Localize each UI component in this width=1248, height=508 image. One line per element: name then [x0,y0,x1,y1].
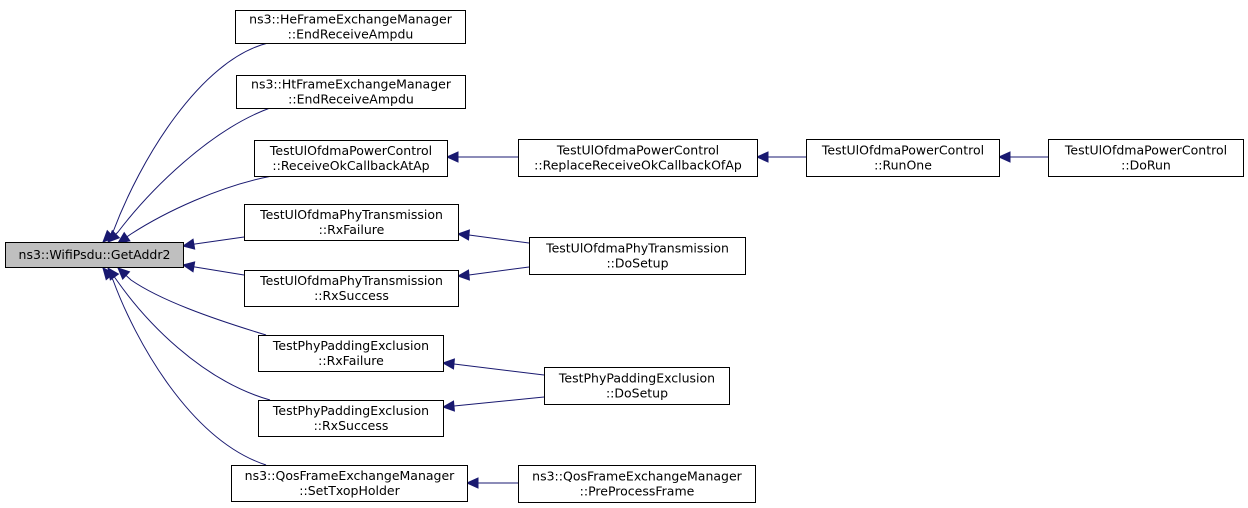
node-label-line: ns3::QosFrameExchangeManager [532,469,742,484]
node-box [236,75,466,109]
node-label-line: ns3::WifiPsdu::GetAddr2 [19,247,171,262]
node-ulpc_replace[interactable]: TestUlOfdmaPowerControl::ReplaceReceiveO… [518,139,758,177]
node-label-line: ::RxSuccess [314,288,389,303]
node-ht_endreceive[interactable]: ns3::HtFrameExchangeManager::EndReceiveA… [236,75,466,109]
node-qos_settxop[interactable]: ns3::QosFrameExchangeManager::SetTxopHol… [231,465,468,502]
node-label-line: ::RxFailure [318,353,384,368]
node-box [518,465,756,503]
edges-layer [102,42,1048,489]
node-box [235,10,466,44]
arrowhead [102,267,115,281]
edge-qos_preprocess-to-qos_settxop [465,477,518,489]
edge-ulpt_dosetup-to-ulpt_rxsuccess [456,266,530,281]
node-label-line: TestUlOfdmaPowerControl [821,143,984,158]
edge-ppe_dosetup-to-ppe_rxsuccess [441,396,545,412]
node-label-line: ns3::QosFrameExchangeManager [245,468,455,483]
edge-ulpc_replace-to-ulpc_receiveok [445,151,518,163]
edge-ulpt_rxsuccess-to-getaddr2 [181,261,245,276]
node-label-line: ::DoSetup [606,256,668,271]
arrowhead [117,231,131,244]
node-label-line: ::RxSuccess [314,418,389,433]
node-label-line: TestUlOfdmaPowerControl [556,143,719,158]
node-label-line: ::ReceiveOkCallbackAtAp [272,158,429,173]
node-box [518,139,758,177]
node-getaddr2[interactable]: ns3::WifiPsdu::GetAddr2 [5,242,184,268]
node-box [258,335,444,372]
node-box [544,367,730,405]
edge-ppe_rxfailure-to-getaddr2 [117,267,267,336]
node-ulpt_rxfailure[interactable]: TestUlOfdmaPhyTransmission::RxFailure [244,204,459,241]
arrowhead [465,477,479,489]
node-label-line: ::EndReceiveAmpdu [288,92,414,107]
arrowhead [755,151,769,163]
node-label-line: TestUlOfdmaPhyTransmission [545,241,729,256]
edge-ulpc_runone-to-ulpc_replace [755,151,806,163]
node-ppe_dosetup[interactable]: TestPhyPaddingExclusion::DoSetup [544,367,730,405]
node-box [231,465,468,502]
node-label-line: TestPhyPaddingExclusion [558,371,715,386]
node-label-line: ::RxFailure [319,222,385,237]
arrowhead [441,358,455,370]
node-label-line: TestUlOfdmaPhyTransmission [259,207,443,222]
node-label-line: TestPhyPaddingExclusion [272,403,429,418]
node-box [254,140,448,177]
node-label-line: ::DoRun [1121,158,1171,173]
node-label-line: ::DoSetup [606,386,668,401]
arrowhead [456,269,470,281]
edge-ulpt_dosetup-to-ulpt_rxfailure [456,229,530,244]
nodes-layer: ns3::WifiPsdu::GetAddr2 ns3::HeFrameExcha… [5,10,1244,503]
node-box [806,139,1000,177]
node-label-line: TestUlOfdmaPowerControl [269,143,432,158]
edge-ulpt_rxfailure-to-getaddr2 [181,236,245,250]
node-he_endreceive[interactable]: ns3::HeFrameExchangeManager::EndReceiveA… [235,10,466,44]
node-ulpc_receiveok[interactable]: TestUlOfdmaPowerControl::ReceiveOkCallba… [254,140,448,177]
node-label-line: TestUlOfdmaPowerControl [1064,143,1227,158]
node-label-line: ::ReplaceReceiveOkCallbackOfAp [534,158,742,173]
node-ulpt_rxsuccess[interactable]: TestUlOfdmaPhyTransmission::RxSuccess [244,270,459,307]
arrowhead [456,229,470,241]
node-qos_preprocess[interactable]: ns3::QosFrameExchangeManager::PreProcess… [518,465,756,503]
node-ulpc_runone[interactable]: TestUlOfdmaPowerControl::RunOne [806,139,1000,177]
arrowhead [181,238,196,250]
edge-qos_settxop-to-getaddr2 [102,267,267,466]
node-box [258,400,444,437]
node-label-line: ::EndReceiveAmpdu [288,27,414,42]
node-box [5,242,184,268]
node-label-line: ns3::HeFrameExchangeManager [249,12,453,27]
node-box [244,270,459,307]
edge-ulpc_dorun-to-ulpc_runone [997,151,1048,163]
node-ulpt_dosetup[interactable]: TestUlOfdmaPhyTransmission::DoSetup [529,237,746,275]
node-box [529,237,746,275]
node-box [1048,139,1244,177]
node-ulpc_dorun[interactable]: TestUlOfdmaPowerControl::DoRun [1048,139,1244,177]
edge-he_endreceive-to-getaddr2 [102,42,269,243]
node-label-line: TestUlOfdmaPhyTransmission [259,273,443,288]
node-ppe_rxfailure[interactable]: TestPhyPaddingExclusion::RxFailure [258,335,444,372]
edge-ppe_dosetup-to-ppe_rxfailure [441,358,545,376]
node-label-line: ::SetTxopHolder [299,483,400,498]
node-label-line: ::PreProcessFrame [580,484,695,499]
edge-ht_endreceive-to-getaddr2 [107,107,271,243]
node-label-line: ns3::HtFrameExchangeManager [251,77,452,92]
arrowhead [181,261,196,273]
arrowhead [445,151,459,163]
arrowhead [117,267,131,281]
edge-ulpc_receiveok-to-getaddr2 [117,175,273,244]
arrowhead [107,229,121,243]
node-label-line: ::RunOne [874,158,932,173]
arrowhead [441,400,455,412]
node-label-line: TestPhyPaddingExclusion [272,338,429,353]
node-box [244,204,459,241]
arrowhead [997,151,1011,163]
node-ppe_rxsuccess[interactable]: TestPhyPaddingExclusion::RxSuccess [258,400,444,437]
